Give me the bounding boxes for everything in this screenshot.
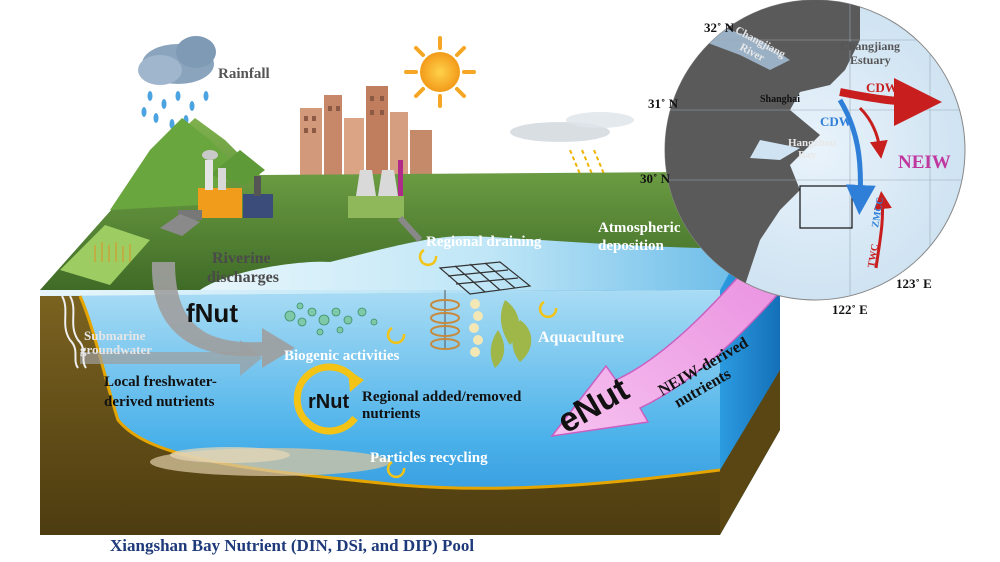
twc-label: TWC (866, 243, 881, 268)
figure-caption: Xiangshan Bay Nutrient (DIN, DSi, and DI… (110, 536, 475, 555)
lon-123-label: 123˚ E (896, 276, 932, 291)
biogenic-activities-label: Biogenic activities (284, 348, 400, 364)
hangzhou-bay-label: Bay (798, 149, 817, 161)
atmospheric-deposition-label: Atmospheric (598, 220, 681, 236)
aquaculture-label: Aquaculture (538, 329, 624, 346)
submarine-groundwater-label: groundwater (80, 342, 152, 357)
lat-32-label: 32˚ N (704, 20, 735, 35)
particles-recycling-label: Particles recycling (370, 450, 488, 466)
shanghai-label: Shanghai (760, 94, 800, 105)
changjiang-estuary-label: Estuary (850, 53, 891, 67)
lat-31-label: 31˚ N (648, 96, 679, 111)
local-freshwater-label: derived nutrients (104, 394, 215, 410)
cdw-red-label: CDW (866, 80, 898, 95)
local-freshwater-label: Local freshwater- (104, 374, 217, 390)
rainfall-label: Rainfall (218, 66, 270, 82)
lon-122-label: 122˚ E (832, 302, 868, 317)
cdw-red-arrow (858, 106, 888, 159)
atmospheric-dust-icon (510, 112, 634, 211)
zmcc-label: ZMCC (870, 197, 886, 229)
paddy-field (60, 225, 150, 285)
regional-added-removed-label: Regional added/removed (362, 389, 522, 405)
zmcc-blue-arrow (837, 98, 876, 215)
fnut-arrow (151, 262, 295, 368)
rain-cloud-icon (138, 36, 216, 129)
riverine-label: discharges (207, 269, 279, 286)
cdw-blue-label: CDW (820, 114, 852, 129)
rnut-label: rNut (308, 391, 349, 413)
map-bay (750, 140, 800, 160)
cdw-red-arrow (839, 77, 942, 126)
particle-cloud (170, 447, 290, 463)
changjiang-estuary-label: Changjiang (840, 39, 900, 53)
city-buildings-icon (300, 86, 432, 178)
hangzhou-bay-label: Hangzhou (788, 137, 836, 149)
factory-icon (160, 150, 273, 236)
regional-added-removed-label: nutrients (362, 406, 421, 422)
cycle-icon (386, 248, 558, 479)
fnut-label: fNut (186, 298, 238, 328)
atmospheric-deposition-label: deposition (598, 238, 665, 254)
plankton-icon (284, 302, 378, 336)
lat-30-label: 30˚ N (640, 171, 671, 186)
groundwater-seep-icon (61, 295, 87, 369)
submarine-groundwater-label: Submarine (84, 328, 146, 343)
oyster-string-icon (430, 290, 483, 357)
aquaculture-raft-icon (438, 261, 532, 295)
rice-plants-icon (94, 242, 131, 262)
power-plant-icon (348, 160, 423, 243)
map-river (700, 20, 790, 70)
rnut-cycle-arrowhead (348, 370, 364, 392)
bay-water-surface (200, 178, 780, 290)
riverine-label: Riverine (212, 250, 271, 267)
neiw-label: NEIW (898, 152, 951, 173)
rnut-cycle-arrow (293, 363, 358, 435)
regional-draining-label: Regional draining (426, 234, 542, 250)
twc-red-arrow (873, 191, 892, 269)
sediment-side (720, 370, 780, 535)
seaweed-icon (490, 300, 532, 368)
groundwater-arrow (80, 340, 262, 376)
inset-map (664, 0, 966, 301)
sediment-layer (40, 296, 720, 535)
sun-icon (404, 36, 476, 108)
